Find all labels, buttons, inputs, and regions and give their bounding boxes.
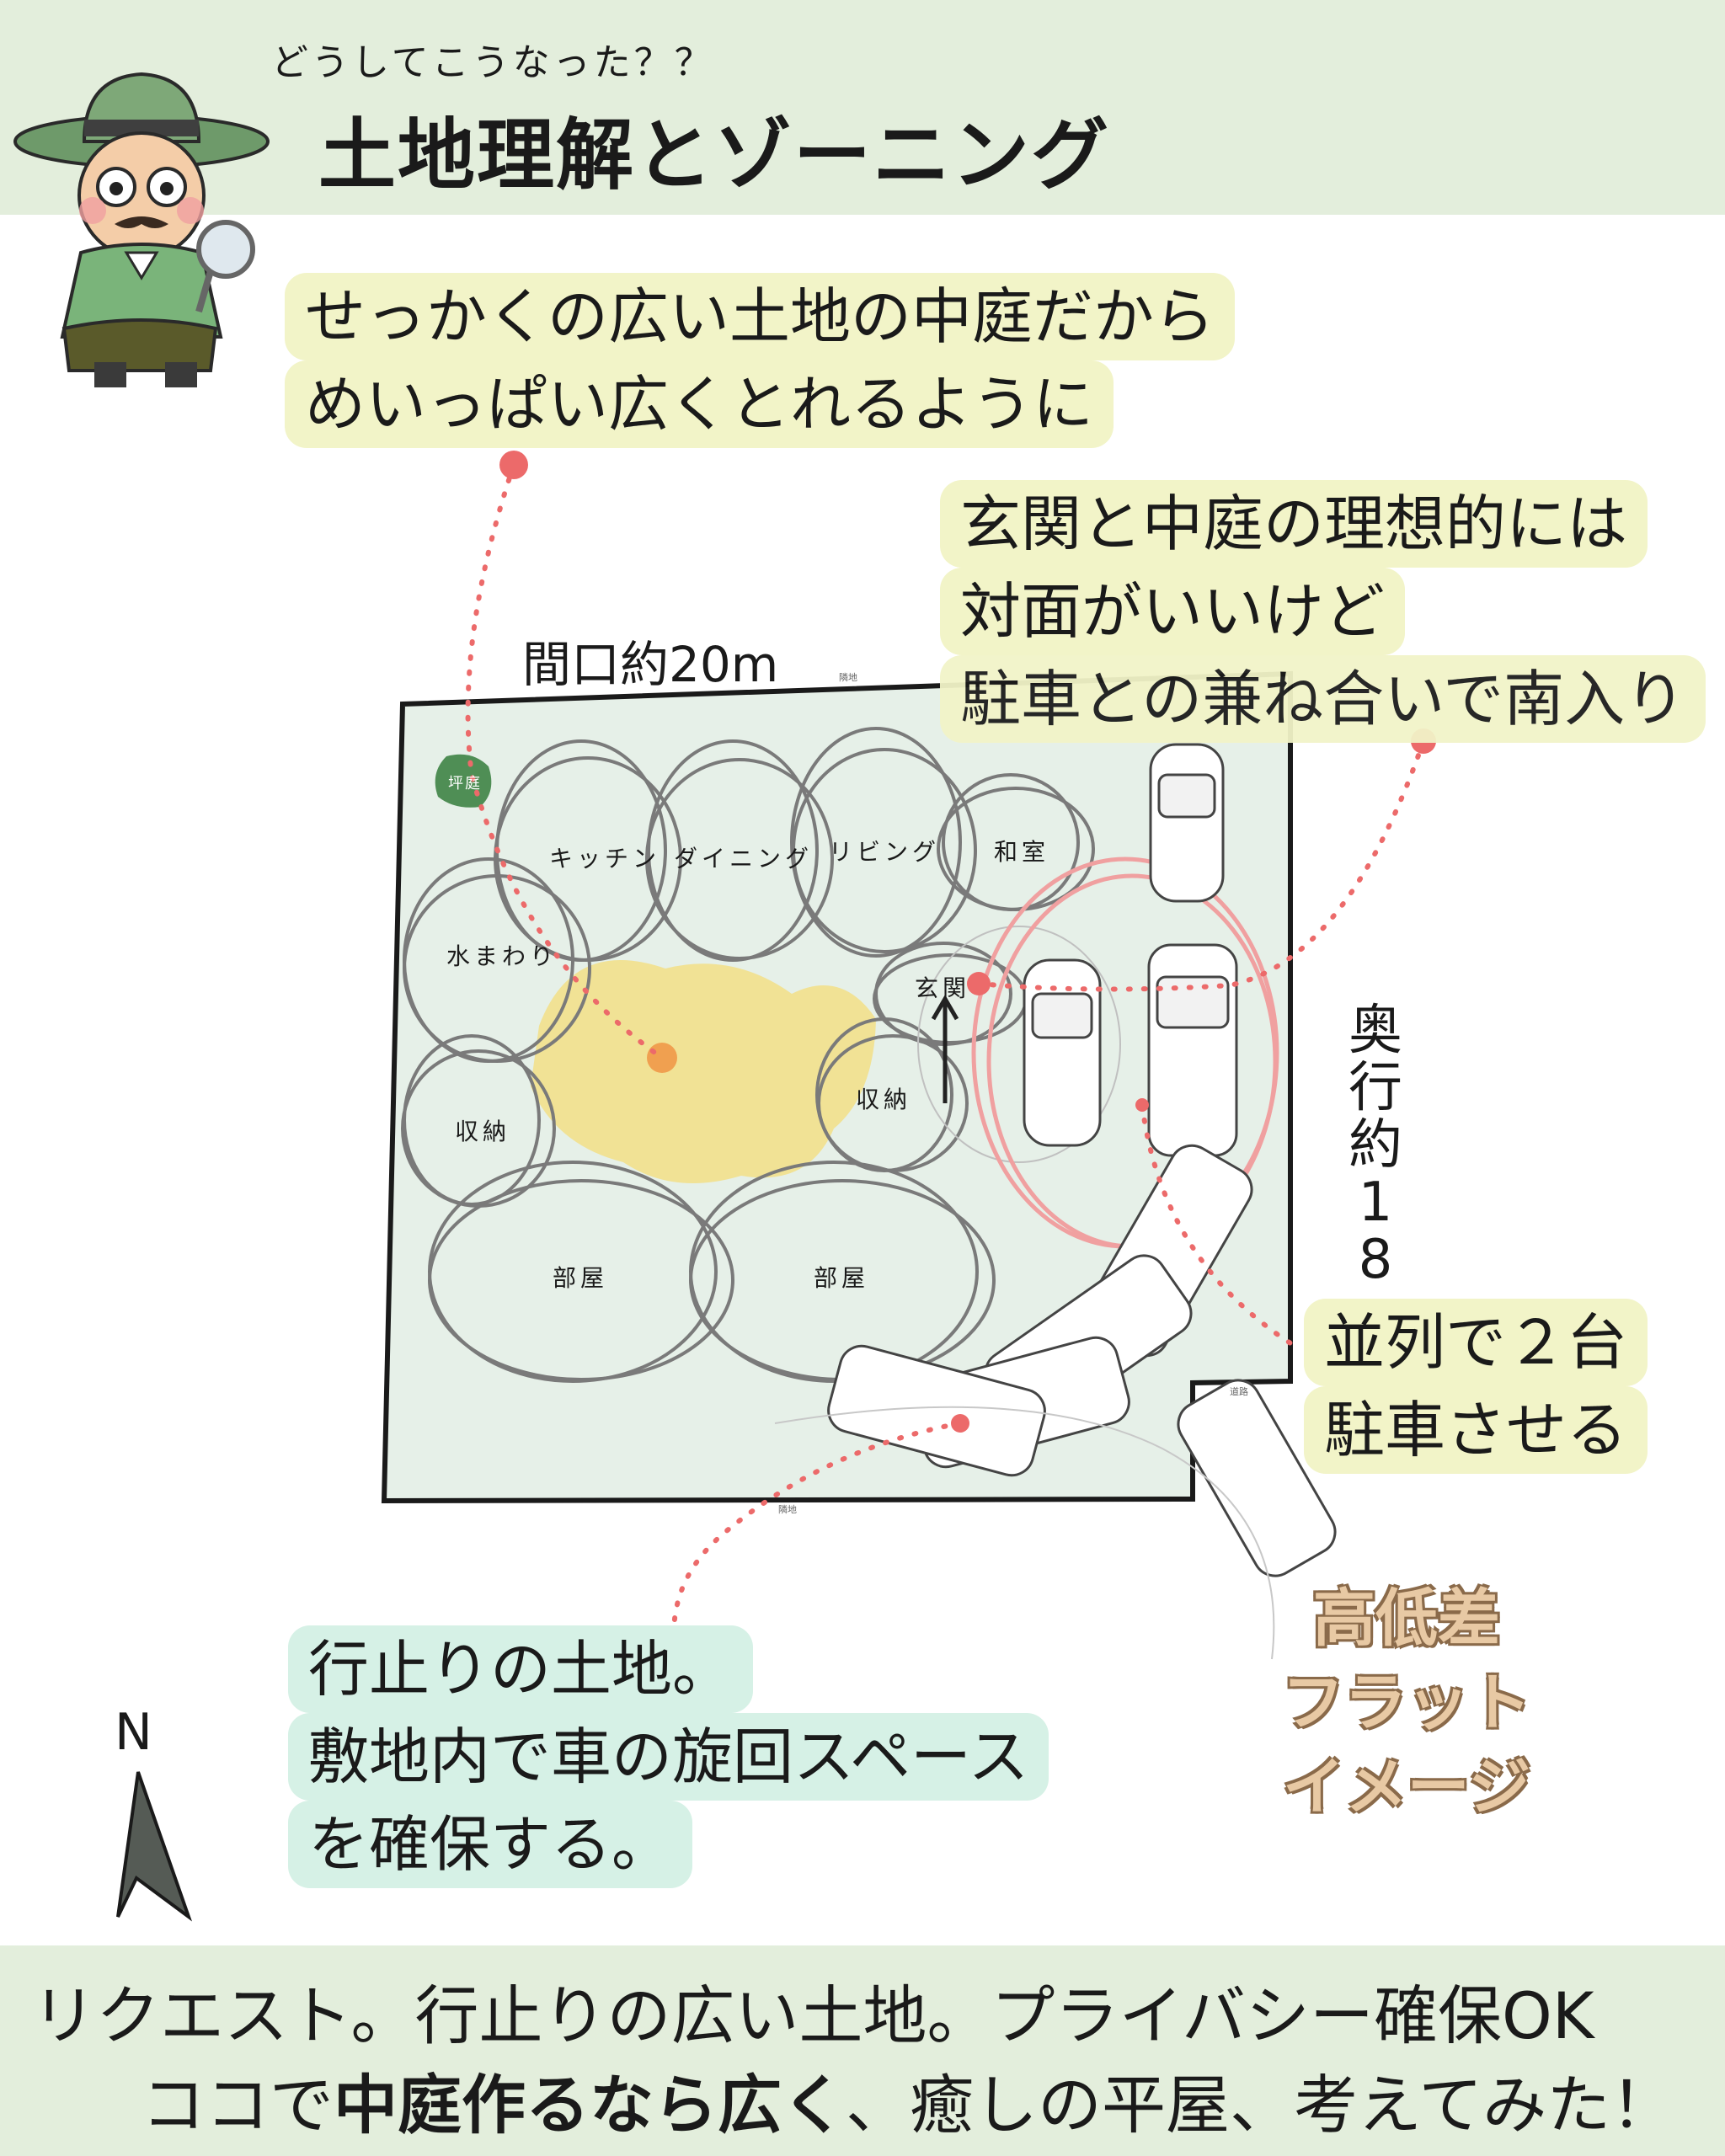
room-label-entrance: 玄関 bbox=[915, 974, 971, 1002]
leader-dotted-lines bbox=[465, 462, 1426, 1636]
callout-turning-space: 行止りの土地。 敷地内で車の旋回スペース を確保する。 bbox=[288, 1625, 1049, 1888]
car-outlines bbox=[827, 743, 1337, 1577]
room-label-room1: 部屋 bbox=[553, 1264, 609, 1292]
footer-band bbox=[0, 1945, 1725, 2156]
room-label-garden: 坪庭 bbox=[448, 775, 482, 792]
neighbor-label-north: 隣地 bbox=[839, 672, 857, 683]
courtyard-center-dot bbox=[647, 1043, 677, 1073]
room-label-water: 水まわり bbox=[446, 942, 558, 970]
subtitle: どうしてこうなった？？ bbox=[271, 41, 715, 84]
callout-entrance: 玄関と中庭の理想的には 対面がいいけど 駐車との兼ね合いで南入り bbox=[940, 480, 1706, 743]
compass-north-label: N bbox=[115, 1703, 152, 1762]
room-label-japanese: 和室 bbox=[994, 838, 1050, 866]
room-label-kitchen: キッチン bbox=[549, 845, 661, 873]
zoning-bubbles bbox=[401, 727, 1121, 1383]
footer-concept-line: ココで中庭作るなら広く、癒しの平屋、考えてみた！ bbox=[142, 2068, 1675, 2143]
frontage-label: 間口約20m bbox=[522, 636, 779, 693]
neighbor-label-south: 隣地 bbox=[778, 1504, 797, 1515]
room-label-storage-right: 収納 bbox=[856, 1086, 912, 1113]
page-title: 土地理解とゾーニング bbox=[318, 110, 1111, 200]
callout-courtyard: せっかくの広い土地の中庭だから めいっぱい広くとれるように bbox=[285, 273, 1236, 448]
header-band bbox=[0, 0, 1725, 215]
room-label-dining: ダイニング bbox=[674, 845, 814, 873]
room-label-living: リビング bbox=[829, 838, 941, 866]
courtyard-zone bbox=[531, 959, 876, 1183]
road-label: 道路 bbox=[1230, 1386, 1248, 1397]
depth-label: 奥 行 約 1 8 m bbox=[1348, 1000, 1402, 1346]
room-label-storage-left: 収納 bbox=[455, 1118, 511, 1145]
north-arrow-icon bbox=[116, 1771, 193, 1922]
footer-request-line: リクエスト。行止りの広い土地。プライバシー確保OK bbox=[32, 1978, 1594, 2053]
callout-parking: 並列で２台 駐車させる bbox=[1304, 1299, 1648, 1474]
level-difference-note: 高低差 フラット イメージ bbox=[1282, 1582, 1531, 1823]
room-label-room2: 部屋 bbox=[814, 1264, 870, 1292]
turning-radius-arc bbox=[774, 1406, 1275, 1660]
